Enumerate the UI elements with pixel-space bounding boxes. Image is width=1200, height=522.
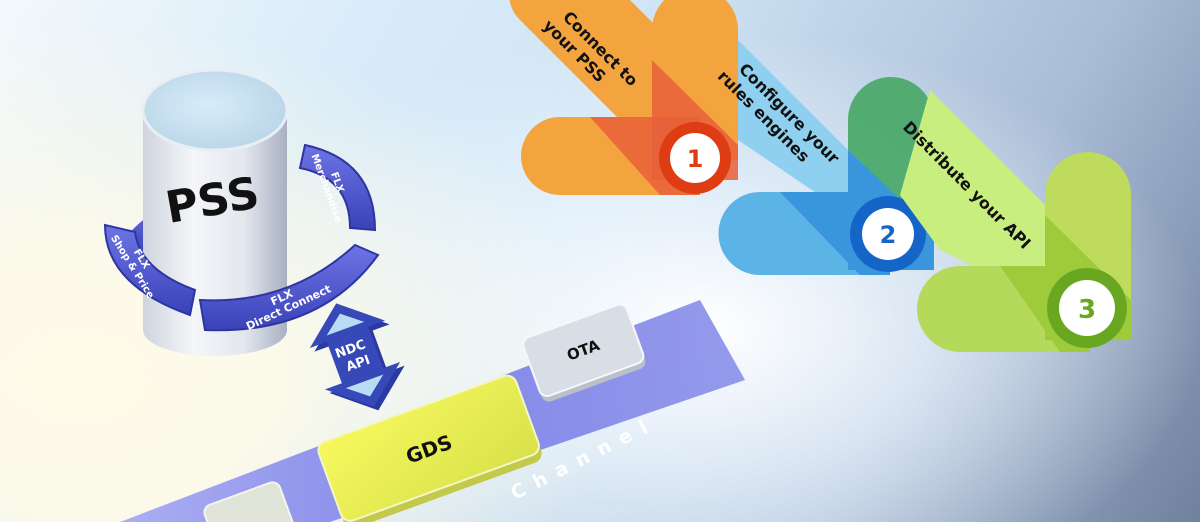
ring-segment-merchandise: FLX Merchandise — [298, 143, 377, 232]
step-3: 3 Distribute your API — [899, 90, 1131, 352]
partial-key — [203, 481, 297, 522]
step-2-number: 2 — [880, 221, 897, 249]
gds-key: GDS — [317, 374, 542, 522]
step-1: 1 Connect to your PSS — [509, 0, 738, 195]
step-2: 2 Configure your rules engines — [714, 40, 934, 275]
step-3-number: 3 — [1078, 295, 1096, 325]
channel-bar: OTA GDS C h a n n e l — [120, 300, 745, 522]
step-1-number: 1 — [687, 145, 704, 173]
ndc-api-connector: NDC API — [309, 303, 405, 411]
ota-key: OTA — [522, 303, 646, 402]
